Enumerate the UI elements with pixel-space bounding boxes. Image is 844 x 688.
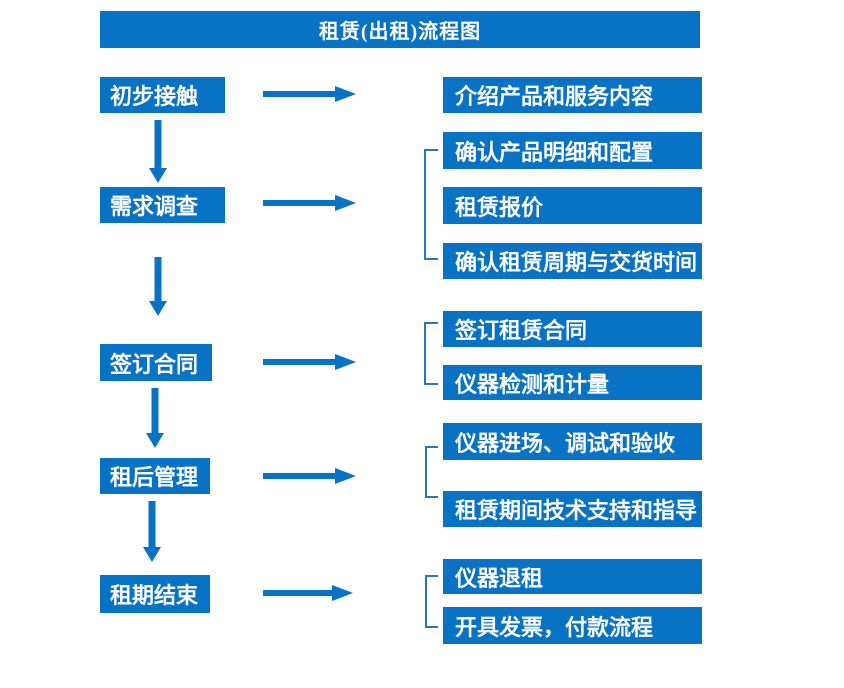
right-arrow-2	[263, 195, 356, 211]
group-bracket-1	[424, 149, 438, 260]
output-box-technical-support: 租赁期间技术支持和指导	[443, 491, 702, 527]
diagram-title: 租赁(出租)流程图	[100, 11, 700, 48]
down-arrow-4	[143, 501, 161, 562]
output-box-instrument-testing: 仪器检测和计量	[443, 365, 702, 400]
output-box-instrument-entry-acceptance: 仪器进场、调试和验收	[443, 423, 702, 460]
output-box-introduce-products: 介绍产品和服务内容	[443, 77, 702, 113]
output-box-invoice-payment: 开具发票，付款流程	[443, 607, 702, 644]
right-arrow-3	[263, 354, 356, 370]
down-arrow-2	[149, 257, 167, 316]
right-arrow-5	[263, 585, 353, 601]
step-box-demand-survey: 需求调查	[100, 187, 225, 223]
output-box-instrument-return: 仪器退租	[443, 559, 702, 594]
step-box-lease-end: 租期结束	[100, 575, 210, 613]
output-box-sign-rental-contract: 签订租赁合同	[443, 311, 702, 347]
group-bracket-3	[425, 446, 438, 498]
output-box-confirm-product-details: 确认产品明细和配置	[443, 132, 702, 169]
step-box-initial-contact: 初步接触	[100, 77, 225, 113]
step-box-sign-contract: 签订合同	[100, 344, 212, 381]
step-box-post-rental-management: 租后管理	[100, 458, 210, 494]
output-box-rental-quotation: 租赁报价	[443, 187, 702, 224]
group-bracket-4	[425, 575, 438, 628]
down-arrow-3	[146, 388, 164, 448]
right-arrow-4	[263, 468, 356, 484]
down-arrow-1	[149, 120, 167, 183]
right-arrow-1	[263, 86, 356, 102]
group-bracket-2	[424, 322, 438, 385]
output-box-confirm-rental-period: 确认租赁周期与交货时间	[443, 243, 702, 279]
